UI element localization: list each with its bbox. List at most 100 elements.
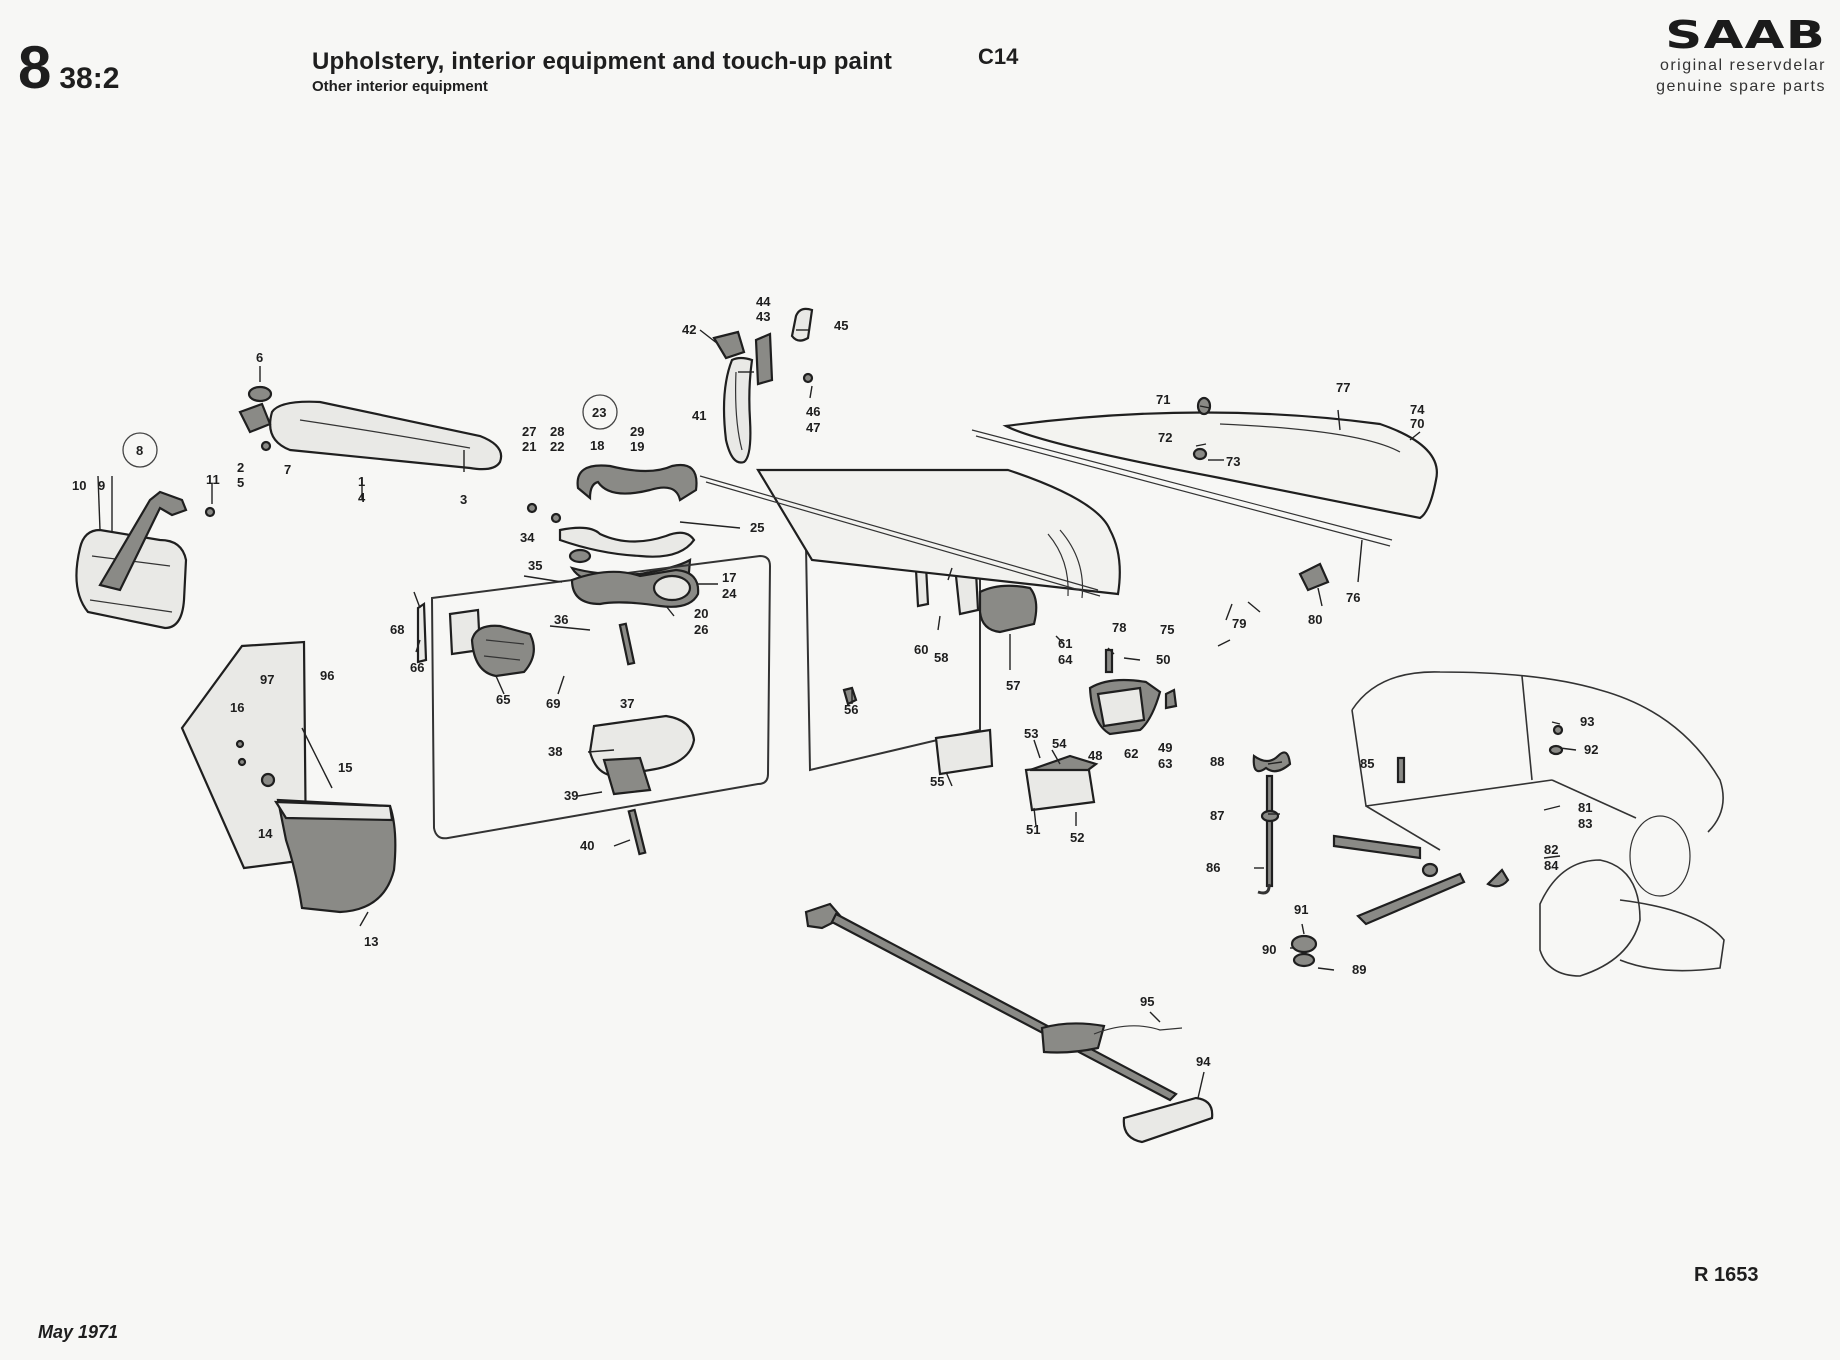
callout-27: 27	[522, 424, 536, 439]
callout-97: 97	[260, 672, 274, 687]
callout-74: 74	[1410, 402, 1425, 417]
callout-70: 70	[1410, 416, 1424, 431]
callout-50: 50	[1156, 652, 1170, 667]
callout-25: 25	[750, 520, 764, 535]
callout-96: 96	[320, 668, 334, 683]
callout-26: 26	[694, 622, 708, 637]
callout-86: 86	[1206, 860, 1220, 875]
callout-87: 87	[1210, 808, 1224, 823]
callout-53: 53	[1024, 726, 1038, 741]
callout-63: 63	[1158, 756, 1172, 771]
callout-3: 3	[460, 492, 467, 507]
callout-39: 39	[564, 788, 578, 803]
callout-8-circle	[122, 432, 158, 468]
callout-89: 89	[1352, 962, 1366, 977]
callout-17: 17	[722, 570, 736, 585]
callout-13: 13	[364, 934, 378, 949]
callout-51: 51	[1026, 822, 1040, 837]
parcel-shelf	[699, 396, 1438, 599]
callout-15: 15	[338, 760, 352, 775]
callout-7: 7	[284, 462, 291, 477]
callout-4: 4	[358, 490, 366, 505]
callout-60: 60	[914, 642, 928, 657]
callout-38: 38	[548, 744, 562, 759]
callout-88: 88	[1210, 754, 1224, 769]
callout-22: 22	[550, 439, 564, 454]
callout-36: 36	[554, 612, 568, 627]
grab-handle	[526, 463, 698, 588]
rear-ashtray	[1088, 648, 1178, 736]
rear-view-mirror	[75, 490, 216, 630]
callout-42: 42	[682, 322, 696, 337]
leader-lines	[97, 329, 1577, 1099]
callout-37: 37	[620, 696, 634, 711]
callout-56: 56	[844, 702, 858, 717]
callout-77: 77	[1336, 380, 1350, 395]
drawing-reference: R 1653	[1694, 1264, 1759, 1286]
callout-57: 57	[1006, 678, 1020, 693]
luggage-compartment	[1332, 671, 1725, 977]
callout-20: 20	[694, 606, 708, 621]
callout-9: 9	[98, 478, 105, 493]
callout-48: 48	[1088, 748, 1102, 763]
callout-66: 66	[410, 660, 424, 675]
callout-16: 16	[230, 700, 244, 715]
jack-rod	[804, 902, 1214, 1144]
page-title: Upholstery, interior equipment and touch…	[312, 48, 893, 75]
callout-40: 40	[580, 838, 594, 853]
callout-49: 49	[1158, 740, 1172, 755]
callout-62: 62	[1124, 746, 1138, 761]
callout-35: 35	[528, 558, 542, 573]
page-number-block: 8 38:2	[18, 38, 119, 98]
print-date: May 1971	[38, 1322, 119, 1342]
callout-2: 2	[237, 460, 244, 475]
rear-side-panel	[416, 554, 772, 856]
callout-19: 19	[630, 439, 644, 454]
section-code: C14	[978, 44, 1019, 69]
callout-82: 82	[1544, 842, 1558, 857]
callout-29: 29	[630, 424, 644, 439]
callout-45: 45	[834, 318, 848, 333]
callout-79: 79	[1232, 616, 1246, 631]
callout-labels: 6 2 5 7 1 4 3 8 10 9 11 97 96 16 15 14 1…	[72, 294, 1598, 1069]
callout-52: 52	[1070, 830, 1084, 845]
callout-64: 64	[1058, 652, 1073, 667]
callout-44: 44	[756, 294, 771, 309]
callout-78: 78	[1112, 620, 1126, 635]
brand-line-1: original reservdelar	[1659, 57, 1826, 74]
callout-54: 54	[1052, 736, 1067, 751]
sun-visor	[238, 385, 503, 471]
callout-69: 69	[546, 696, 560, 711]
page-subtitle: Other interior equipment	[312, 78, 488, 95]
callout-61: 61	[1058, 636, 1072, 651]
saab-logo: SAAB	[1665, 13, 1826, 57]
callout-83: 83	[1578, 816, 1592, 831]
callout-24: 24	[722, 586, 737, 601]
title-block: Upholstery, interior equipment and touch…	[312, 48, 892, 95]
callout-80: 80	[1308, 612, 1322, 627]
brand-block: SAAB original reservdelar genuine spare …	[1656, 16, 1826, 96]
callout-10: 10	[72, 478, 86, 493]
callout-58: 58	[934, 650, 948, 665]
callout-23: 23	[592, 405, 606, 420]
callout-71: 71	[1156, 392, 1170, 407]
callout-73: 73	[1226, 454, 1240, 469]
callout-84: 84	[1544, 858, 1559, 873]
callout-14: 14	[258, 826, 273, 841]
coat-hook-strap	[712, 307, 814, 464]
callout-6: 6	[256, 350, 263, 365]
callout-95: 95	[1140, 994, 1154, 1009]
brand-line-2: genuine spare parts	[1656, 78, 1826, 95]
callout-65: 65	[496, 692, 510, 707]
group-number: 8	[18, 34, 52, 101]
callout-72: 72	[1158, 430, 1172, 445]
page-number: 38:2	[59, 62, 120, 95]
kick-panel-pocket	[180, 640, 397, 914]
callout-55: 55	[930, 774, 944, 789]
callout-5: 5	[237, 475, 244, 490]
callout-18: 18	[590, 438, 604, 453]
callout-93: 93	[1580, 714, 1594, 729]
callout-94: 94	[1196, 1054, 1211, 1069]
